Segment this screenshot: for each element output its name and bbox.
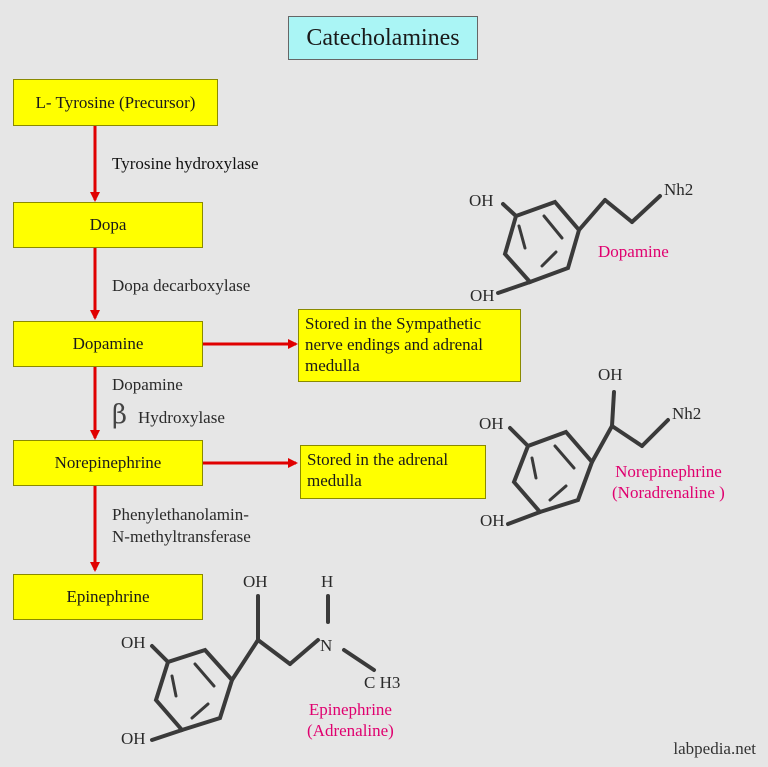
site-watermark: labpedia.net (673, 739, 756, 758)
norepinephrine-oh-top: OH (479, 414, 504, 433)
enzyme-dopamine-beta-line2: Hydroxylase (138, 408, 225, 427)
step-epinephrine: Epinephrine (13, 574, 203, 620)
norepinephrine-name: Norepinephrine (Noradrenaline ) (612, 462, 725, 502)
epinephrine-oh-bottom: OH (121, 729, 146, 748)
dopamine-oh-bottom: OH (470, 286, 495, 305)
enzyme-tyrosine-hydroxylase: Tyrosine hydroxylase (112, 154, 259, 173)
epinephrine-ch3: C H3 (364, 673, 401, 692)
enzyme-dopamine-beta-line1: Dopamine (112, 375, 183, 394)
enzyme-dopa-decarboxylase: Dopa decarboxylase (112, 276, 251, 295)
epinephrine-name: Epinephrine (Adrenaline) (307, 700, 394, 740)
epinephrine-oh-side: OH (243, 572, 268, 591)
step-tyrosine: L- Tyrosine (Precursor) (13, 79, 218, 126)
dopamine-amine: Nh2 (664, 180, 694, 199)
epinephrine-h: H (321, 572, 334, 591)
norepinephrine-structure (506, 390, 670, 526)
page-title: Catecholamines (288, 16, 478, 60)
enzyme-pnmt: Phenylethanolamin- N-methyltransferase (112, 505, 251, 546)
dopamine-name: Dopamine (598, 242, 669, 261)
norepinephrine-amine: Nh2 (672, 404, 702, 423)
step-norepinephrine: Norepinephrine (13, 440, 203, 486)
step-dopa: Dopa (13, 202, 203, 248)
epinephrine-structure (150, 594, 376, 742)
epinephrine-n: N (320, 636, 333, 655)
dopamine-structure (496, 194, 662, 295)
norepinephrine-oh-bottom: OH (480, 511, 505, 530)
norepinephrine-oh-side: OH (598, 365, 623, 384)
epinephrine-oh-top: OH (121, 633, 146, 652)
step-dopamine: Dopamine (13, 321, 203, 367)
dopamine-oh-top: OH (469, 191, 494, 210)
storage-note-norepinephrine: Stored in the adrenal medulla (300, 445, 486, 499)
beta-symbol: β (112, 400, 128, 430)
storage-note-dopamine: Stored in the Sympathetic nerve endings … (298, 309, 521, 382)
